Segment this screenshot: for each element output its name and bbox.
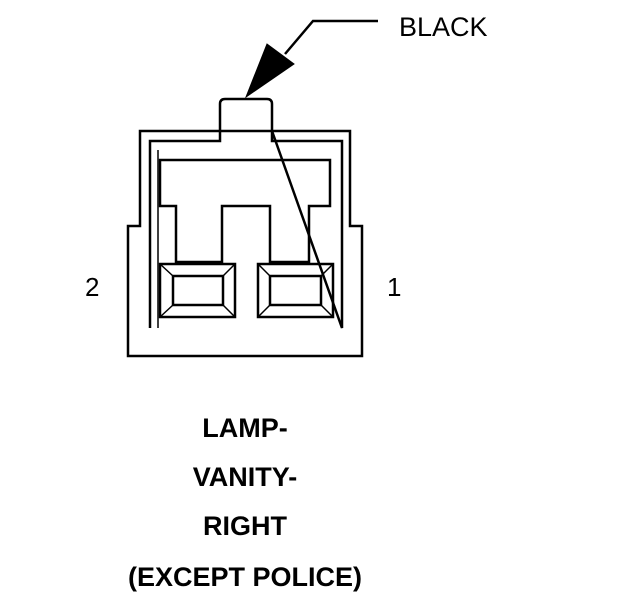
terminal-cavity-1 bbox=[256, 262, 335, 319]
pin-1-label: 1 bbox=[387, 272, 402, 302]
terminal-cavity-2 bbox=[158, 262, 237, 319]
terminal-cavity-2-bevel bbox=[159, 263, 236, 318]
title-line-1: LAMP- bbox=[202, 413, 288, 443]
wire-color-label: BLACK bbox=[399, 12, 488, 42]
terminal-cavity-2-inner bbox=[171, 274, 225, 307]
terminal-cavity-1-inner bbox=[268, 274, 323, 307]
pin-2-label: 2 bbox=[85, 272, 100, 302]
title-line-2: VANITY- bbox=[192, 462, 298, 492]
connector-body bbox=[148, 130, 344, 329]
title-line-3: RIGHT bbox=[203, 511, 287, 541]
terminal-cavity-1-bevel bbox=[257, 263, 334, 318]
leader-line bbox=[284, 19, 378, 55]
locking-tab bbox=[218, 97, 274, 131]
title-line-4: (EXCEPT POLICE) bbox=[127, 562, 363, 592]
leader-arrow bbox=[244, 43, 295, 99]
connector-shroud bbox=[126, 129, 364, 358]
keying-feature bbox=[158, 158, 332, 264]
